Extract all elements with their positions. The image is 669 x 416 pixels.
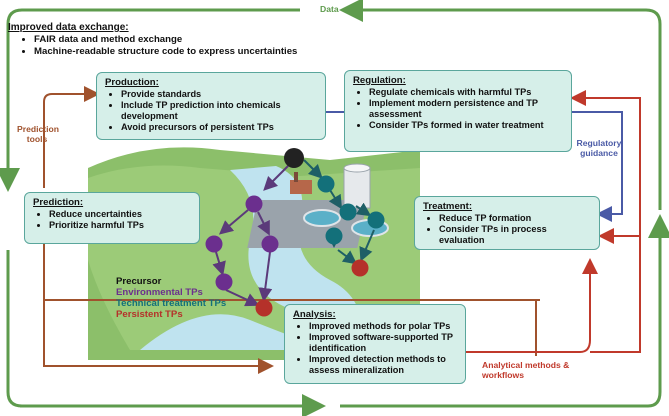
regulation-item: Regulate chemicals with harmful TPs [369,87,563,98]
data-exchange-title: Improved data exchange: [8,22,129,33]
analytical-methods-label: Analytical methods & workflows [482,360,570,380]
prediction-box: Prediction: Reduce uncertainties Priorit… [24,192,200,244]
analysis-item: Improved detection methods to assess min… [309,354,457,376]
prediction-item: Prioritize harmful TPs [49,220,191,231]
prediction-tools-arrow [43,86,540,374]
analysis-box: Analysis: Improved methods for polar TPs… [284,304,466,384]
regulation-item: Consider TPs formed in water treatment [369,120,563,131]
legend-precursor: Precursor [116,276,162,287]
analysis-item: Improved methods for polar TPs [309,321,457,332]
production-item: Avoid precursors of persistent TPs [121,122,317,133]
prediction-tools-label: Prediction tools [17,124,60,144]
analysis-item: Improved software-supported TP identific… [309,332,457,354]
data-label: Data [320,4,339,14]
production-item: Include TP prediction into chemicals dev… [121,100,317,122]
data-exchange-item: Machine-readable structure code to expre… [34,46,297,58]
legend-technical-treatment-tps: Technical treatment TPs [116,298,227,309]
production-box: Production: Provide standards Include TP… [96,72,326,140]
treatment-item: Reduce TP formation [439,213,591,224]
analysis-title: Analysis: [293,309,336,320]
regulation-item: Implement modern persistence and TP asse… [369,98,563,120]
legend-environmental-tps: Environmental TPs [116,287,203,298]
regulation-title: Regulation: [353,75,406,86]
regulatory-guidance-label: Regulatory guidance [576,138,622,158]
molecule-nodes [205,148,385,317]
analytical-methods-arrow [466,90,641,353]
legend-persistent-tps: Persistent TPs [116,309,183,320]
regulation-box: Regulation: Regulate chemicals with harm… [344,70,572,152]
production-title: Production: [105,77,159,88]
prediction-item: Reduce uncertainties [49,209,191,220]
data-exchange-item: FAIR data and method exchange [34,34,297,46]
molecule-legend: Precursor Environmental TPs Technical tr… [116,276,226,320]
data-exchange-info: Improved data exchange: FAIR data and me… [8,22,297,58]
treatment-item: Consider TPs in process evaluation [439,224,591,246]
prediction-title: Prediction: [33,197,84,208]
treatment-title: Treatment: [423,201,473,212]
treatment-box: Treatment: Reduce TP formation Consider … [414,196,600,250]
production-item: Provide standards [121,89,317,100]
